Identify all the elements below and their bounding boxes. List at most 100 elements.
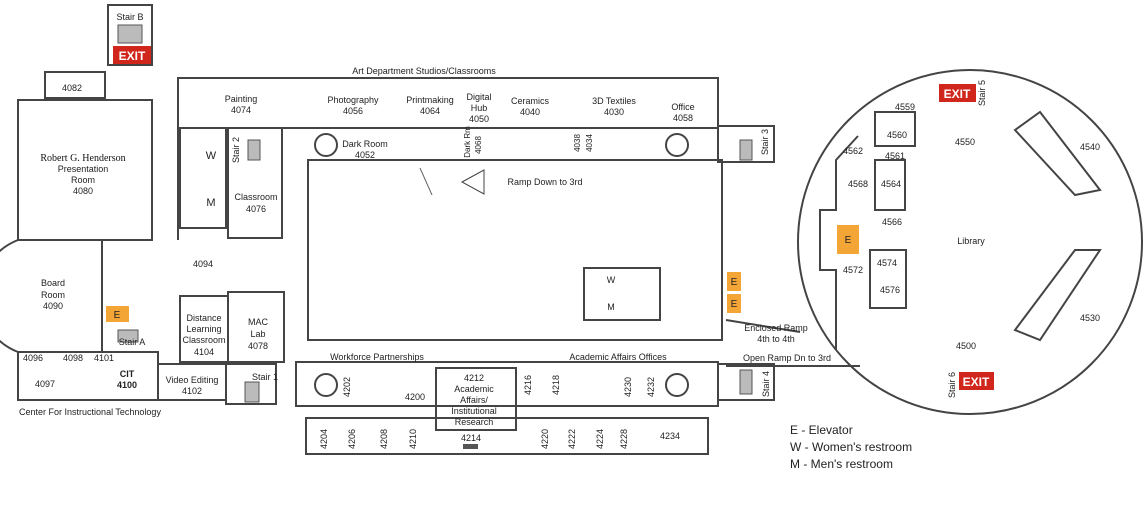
henderson-room-line3: Room (71, 175, 95, 185)
digital-hub-number: 4050 (469, 114, 489, 124)
svg-text:EXIT: EXIT (119, 49, 146, 63)
svg-text:EXIT: EXIT (944, 87, 971, 101)
room-4218: 4218 (551, 375, 561, 395)
distance-learning-number: 4104 (194, 347, 214, 357)
distance-learning-line1: Distance (186, 313, 221, 323)
cit-caption: Center For Instructional Technology (19, 407, 161, 417)
room-4224: 4224 (595, 429, 605, 449)
walls (0, 4, 1143, 455)
room-4561: 4561 (885, 151, 905, 161)
room-4038: 4038 (573, 134, 582, 152)
ramp-arrow-icon (460, 169, 485, 195)
printmaking-number: 4064 (420, 106, 440, 116)
video-editing-number: 4102 (182, 386, 202, 396)
distance-learning-line3: Classroom (182, 335, 225, 345)
room-4200: 4200 (405, 392, 425, 402)
room-4210: 4210 (408, 429, 418, 449)
room-4232: 4232 (646, 377, 656, 397)
room-4082: 4082 (62, 83, 82, 93)
legend-mens: M - Men's restroom (790, 457, 893, 471)
academic-affairs-line1: Academic (454, 384, 494, 394)
room-4530: 4530 (1080, 313, 1100, 323)
printmaking-label: Printmaking (406, 95, 454, 105)
board-room-number: 4090 (43, 301, 63, 311)
legend-elevator: E - Elevator (790, 423, 853, 437)
room-4230: 4230 (623, 377, 633, 397)
stair-6-label: Stair 6 (947, 372, 957, 398)
room-4216: 4216 (523, 375, 533, 395)
svg-text:E: E (845, 235, 852, 246)
elevator-center-2: E (727, 294, 741, 313)
digital-hub-line1: Digital (466, 92, 491, 102)
room-4550: 4550 (955, 137, 975, 147)
room-4576: 4576 (880, 285, 900, 295)
room-4566: 4566 (882, 217, 902, 227)
room-4228: 4228 (619, 429, 629, 449)
exit-sign-stair-5: EXIT (939, 84, 976, 102)
workforce-partnerships-label: Workforce Partnerships (330, 352, 424, 362)
room-4560: 4560 (887, 130, 907, 140)
stair-2-label: Stair 2 (231, 137, 241, 163)
room-4222: 4222 (567, 429, 577, 449)
room-4101: 4101 (94, 353, 114, 363)
office-label: Office (671, 102, 694, 112)
room-4202: 4202 (342, 377, 352, 397)
library-label: Library (957, 236, 985, 246)
enclosed-ramp-line2: 4th to 4th (757, 334, 795, 344)
room-4540: 4540 (1080, 142, 1100, 152)
mac-lab-line1: MAC (248, 317, 269, 327)
room-4559: 4559 (895, 102, 915, 112)
henderson-room-number: 4080 (73, 186, 93, 196)
room-4098: 4098 (63, 353, 83, 363)
womens-restroom-center: W (607, 275, 616, 285)
cit-label: CIT (120, 369, 135, 379)
stair-3-label: Stair 3 (760, 129, 770, 155)
elevator-west: E (106, 306, 129, 322)
classroom-number: 4076 (246, 204, 266, 214)
ceramics-number: 4040 (520, 107, 540, 117)
stair-treads (117, 24, 753, 403)
academic-affairs-number: 4212 (464, 373, 484, 383)
svg-text:E: E (731, 299, 738, 310)
room-4206: 4206 (347, 429, 357, 449)
room-4204: 4204 (319, 429, 329, 449)
ramp-down-label: Ramp Down to 3rd (507, 177, 582, 187)
dark-room-label: Dark Room (342, 139, 388, 149)
painting-label: Painting (225, 94, 258, 104)
open-ramp-label: Open Ramp Dn to 3rd (743, 353, 831, 363)
legend-womens: W - Women's restroom (790, 440, 912, 454)
textiles-number: 4030 (604, 107, 624, 117)
classroom-label: Classroom (234, 192, 277, 202)
room-4572: 4572 (843, 265, 863, 275)
photography-number: 4056 (343, 106, 363, 116)
stair-4-label: Stair 4 (761, 371, 771, 397)
ceramics-label: Ceramics (511, 96, 550, 106)
henderson-room-line1: Robert G. Henderson (40, 153, 125, 164)
elevator-center-1: E (727, 272, 741, 291)
room-4214: 4214 (461, 433, 481, 443)
henderson-room-line2: Presentation (58, 164, 109, 174)
mens-restroom-center: M (607, 302, 615, 312)
elevator-library: E (837, 225, 859, 254)
room-4220: 4220 (540, 429, 550, 449)
mac-lab-line2: Lab (250, 329, 265, 339)
room-4094: 4094 (193, 259, 213, 269)
room-4568: 4568 (848, 179, 868, 189)
office-number: 4058 (673, 113, 693, 123)
dark-rm-label: Dark Rm (463, 126, 472, 158)
stair-1-label: Stair 1 (252, 372, 278, 382)
stair-b-label: Stair B (116, 12, 143, 22)
room-4500: 4500 (956, 341, 976, 351)
dark-room-number: 4052 (355, 150, 375, 160)
exit-sign-stair-6: EXIT (959, 372, 994, 390)
svg-text:E: E (731, 277, 738, 288)
mens-restroom-west: M (206, 197, 215, 209)
room-4234: 4234 (660, 431, 680, 441)
academic-affairs-line4: Research (455, 417, 494, 427)
academic-affairs-line3: Institutional (451, 406, 497, 416)
digital-hub-line2: Hub (471, 103, 488, 113)
distance-learning-line2: Learning (186, 324, 221, 334)
academic-affairs-offices-label: Academic Affairs Offices (569, 352, 667, 362)
